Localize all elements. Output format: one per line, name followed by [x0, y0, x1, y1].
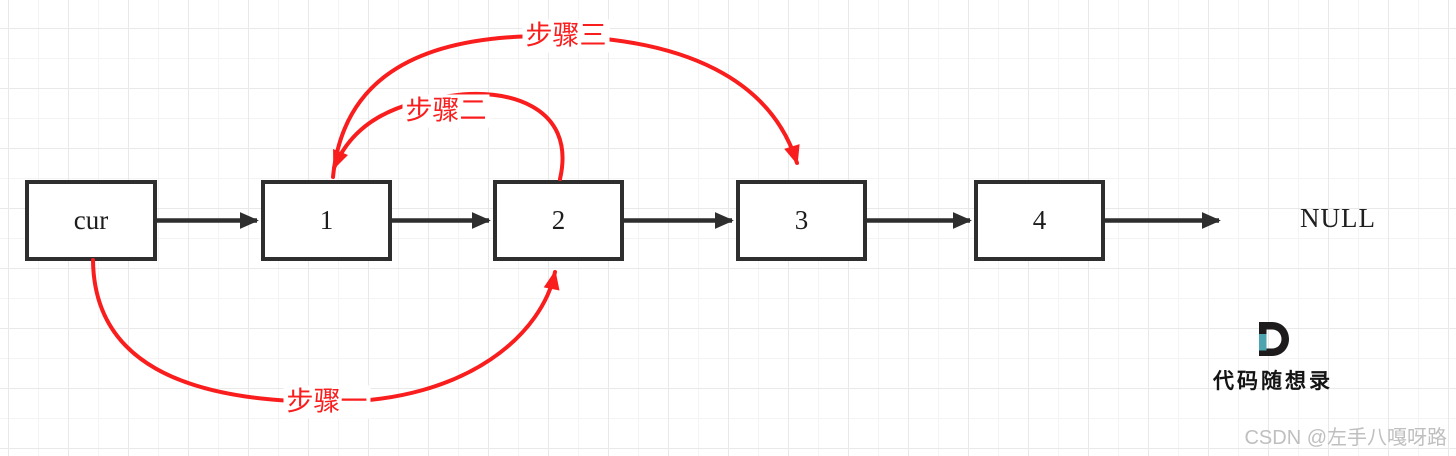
step3-label: 步骤三 [522, 19, 610, 53]
logo-d-icon [1259, 322, 1289, 356]
step1-arrow [91, 258, 560, 405]
node-label: 2 [551, 205, 566, 235]
csdn-watermark: CSDN @左手八嘎呀路 [1244, 427, 1447, 449]
null-terminator: NULL [1300, 203, 1376, 233]
node-4: 4 [974, 180, 1105, 261]
step2-label: 步骤二 [402, 94, 490, 128]
node-3: 3 [736, 180, 867, 261]
step1-label: 步骤一 [283, 385, 371, 419]
logo: 代码随想录 [1206, 321, 1340, 395]
node-label: cur [73, 205, 109, 235]
node-label: 1 [319, 205, 334, 235]
node-label: 3 [794, 205, 809, 235]
node-cur: cur [25, 180, 157, 261]
node-label: 4 [1032, 205, 1047, 235]
node-1: 1 [261, 180, 392, 261]
node-2: 2 [493, 180, 624, 261]
logo-text: 代码随想录 [1213, 369, 1333, 393]
